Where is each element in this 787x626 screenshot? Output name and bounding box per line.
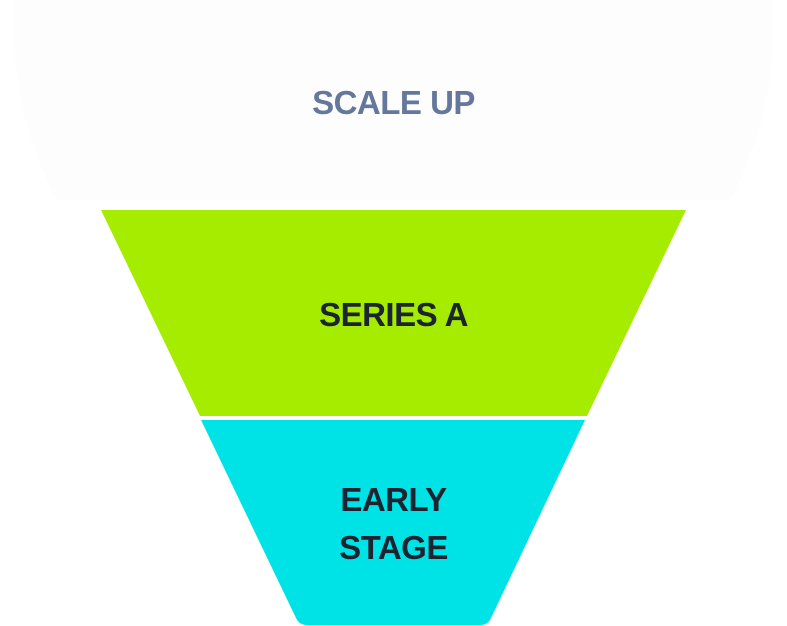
funnel-segment-scale-up	[13, 0, 774, 200]
funnel-segment-series-a	[101, 210, 686, 416]
funnel-segment-early-stage	[201, 420, 585, 625]
stage-label-scale-up: SCALE UP	[312, 84, 475, 121]
stage-label-line: STAGE	[339, 529, 448, 566]
stage-label-line: EARLY	[340, 481, 447, 518]
stage-label-early-stage: EARLY STAGE	[0, 476, 787, 572]
stage-label-series-a: SERIES A	[319, 296, 468, 333]
